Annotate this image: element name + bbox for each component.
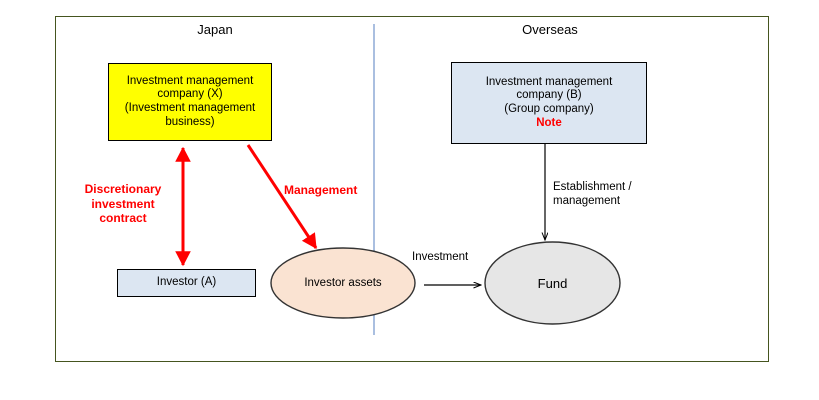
edge-label-establishment-management: Establishment / management: [553, 181, 632, 208]
node-line-2: company (X): [157, 88, 223, 101]
region-divider: [373, 24, 375, 335]
edge-label-investment: Investment: [412, 251, 469, 263]
node-line-1: Investment management: [126, 74, 254, 87]
node-line-4: business): [165, 115, 215, 128]
region-title-japan: Japan: [197, 22, 233, 37]
node-investment-management-company-b[interactable]: Investment management company (B) (Group…: [451, 62, 647, 144]
node-line-3: (Investment management: [124, 102, 256, 114]
region-title-overseas: Overseas: [522, 22, 578, 37]
node-investor-a[interactable]: Investor (A): [117, 269, 256, 297]
edge-label-discretionary-investment-contract: Discretionary investment contract: [84, 182, 162, 226]
node-line-2: company (B): [516, 89, 582, 102]
edge-label-management: Management: [284, 183, 358, 197]
node-note-badge: Note: [536, 116, 562, 129]
node-investment-management-company-x[interactable]: Investment management company (X) (Inves…: [108, 63, 272, 141]
node-line-3: (Group company): [504, 103, 594, 115]
node-line-1: Investment management: [485, 75, 613, 88]
node-line-1: Investor (A): [156, 276, 217, 289]
